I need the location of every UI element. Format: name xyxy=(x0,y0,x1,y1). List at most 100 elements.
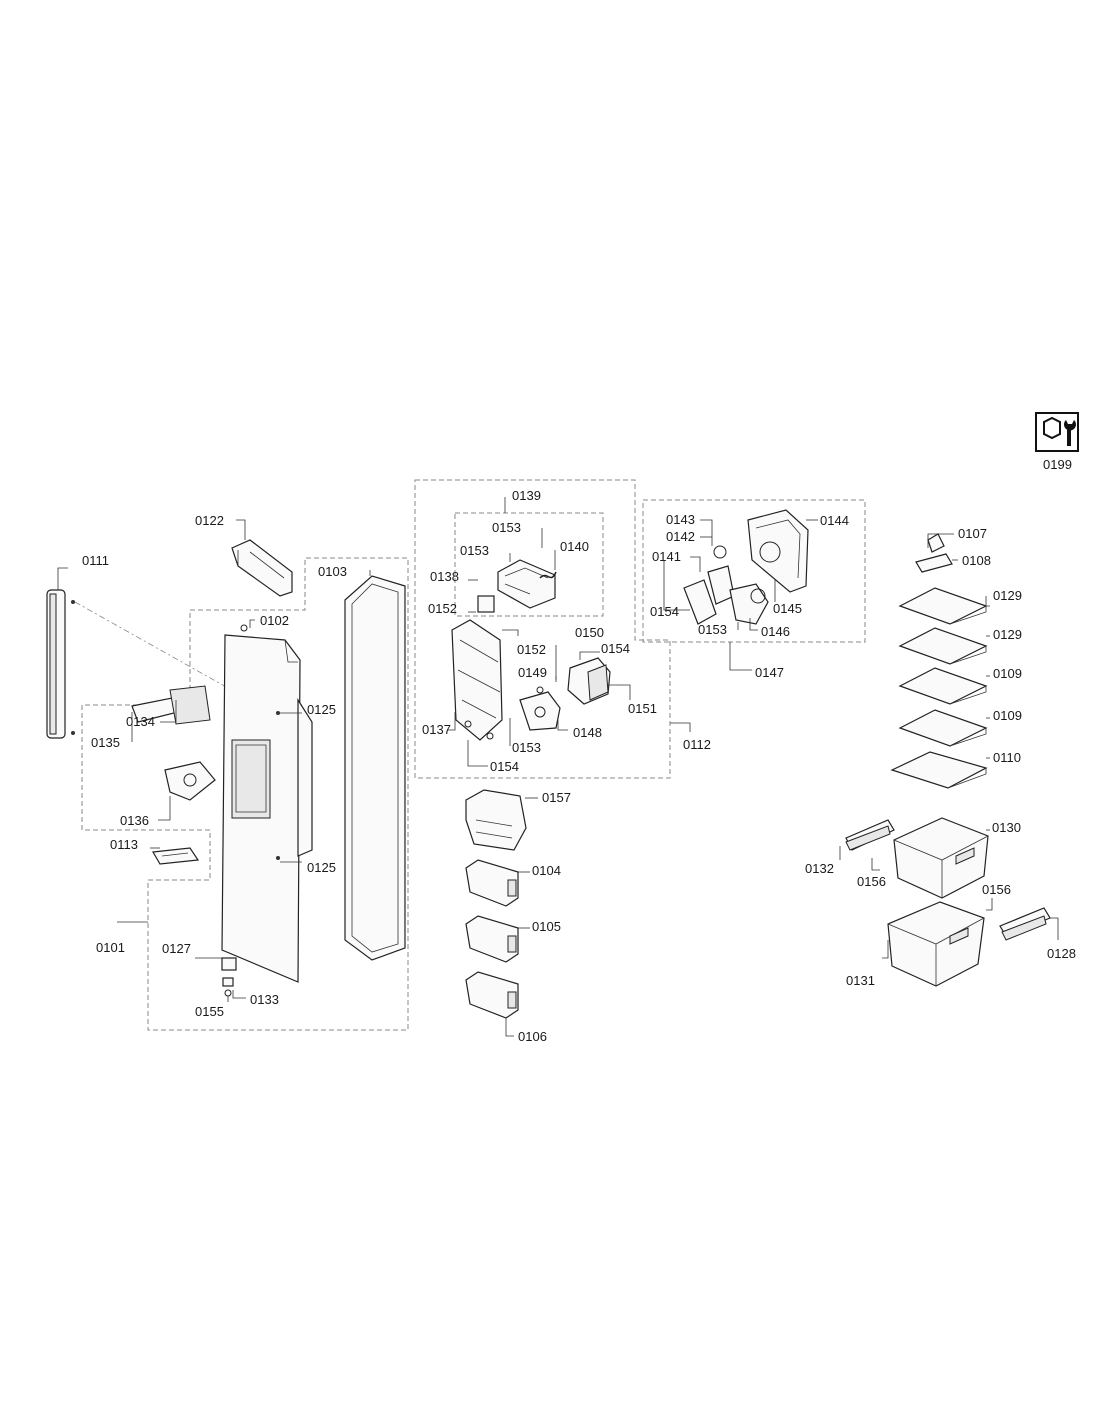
dispenser-cover-part xyxy=(131,685,216,801)
top-cover-part xyxy=(231,539,293,597)
label-0134: 0134 xyxy=(126,714,155,729)
leader-0133 xyxy=(232,990,246,999)
label-0125b: 0125 xyxy=(307,860,336,875)
label-0143: 0143 xyxy=(666,512,695,527)
label-0136: 0136 xyxy=(120,813,149,828)
label-0127: 0127 xyxy=(162,941,191,956)
door-gasket xyxy=(344,575,406,961)
glass-shelf-5 xyxy=(890,751,988,789)
door-handle xyxy=(46,589,75,739)
leader-0128 xyxy=(1050,917,1059,940)
leader-0146 xyxy=(749,618,758,631)
motor-bracket xyxy=(519,686,561,731)
label-0148: 0148 xyxy=(573,725,602,740)
door-hinge-parts xyxy=(221,957,237,997)
label-0199: 0199 xyxy=(1043,457,1072,472)
label-0138: 0138 xyxy=(430,569,459,584)
group-box-left-door xyxy=(81,557,409,1031)
leader-0152b xyxy=(502,629,519,636)
label-0130: 0130 xyxy=(992,820,1021,835)
label-0113: 0113 xyxy=(110,837,138,852)
label-0153c: 0153 xyxy=(512,740,541,755)
glass-shelf-4 xyxy=(898,709,988,747)
label-0151: 0151 xyxy=(628,701,657,716)
leader-0111 xyxy=(57,567,68,590)
drawer-rail-0128 xyxy=(999,907,1051,941)
group-box-icemaker-0139 xyxy=(454,512,604,617)
label-0150: 0150 xyxy=(575,625,604,640)
label-0154b: 0154 xyxy=(490,759,519,774)
label-0107: 0107 xyxy=(958,526,987,541)
label-0133: 0133 xyxy=(250,992,279,1007)
label-0102: 0102 xyxy=(260,613,289,628)
label-0140: 0140 xyxy=(560,539,589,554)
service-tool-icon xyxy=(1035,412,1079,452)
label-0135: 0135 xyxy=(91,735,120,750)
door-bin-0106 xyxy=(465,971,519,1019)
shelf-rail-0107 xyxy=(927,533,945,553)
label-0129b: 0129 xyxy=(993,627,1022,642)
label-0112: 0112 xyxy=(683,737,711,752)
leader-0134 xyxy=(160,700,177,723)
leader-0154a xyxy=(579,651,600,660)
leader-0154b xyxy=(467,740,488,767)
leader-0156a xyxy=(871,858,880,871)
leader-0156b xyxy=(986,898,993,911)
glass-shelf-2 xyxy=(898,627,988,665)
label-0155: 0155 xyxy=(195,1004,224,1019)
dispenser-panel-0113 xyxy=(152,847,200,865)
leader-0154c xyxy=(663,560,690,611)
label-0156b: 0156 xyxy=(982,882,1011,897)
label-0106: 0106 xyxy=(518,1029,547,1044)
label-0103: 0103 xyxy=(318,564,347,579)
group-box-fan-0147 xyxy=(642,499,866,643)
glass-shelf-1 xyxy=(898,587,988,625)
leader-0141 xyxy=(690,556,701,572)
label-0145: 0145 xyxy=(773,601,802,616)
label-0153d: 0153 xyxy=(698,622,727,637)
label-0142: 0142 xyxy=(666,529,695,544)
label-0141: 0141 xyxy=(652,549,681,564)
label-0125a: 0125 xyxy=(307,702,336,717)
fan-motor-parts xyxy=(683,545,769,625)
label-0152b: 0152 xyxy=(517,642,546,657)
label-0131: 0131 xyxy=(846,973,875,988)
label-0153a: 0153 xyxy=(492,520,521,535)
auger-motor-cover xyxy=(567,657,611,705)
group-box-icemaker-0112 xyxy=(414,479,671,779)
label-0108: 0108 xyxy=(962,553,991,568)
leader-0112 xyxy=(670,722,691,732)
label-0149: 0149 xyxy=(518,665,547,680)
door-panel xyxy=(221,624,313,983)
shelf-clip-0108 xyxy=(915,553,953,573)
leader-0106 xyxy=(505,1018,514,1037)
door-bin-0105 xyxy=(465,915,519,963)
label-0104: 0104 xyxy=(532,863,561,878)
leader-0129a xyxy=(985,596,990,607)
label-0110: 0110 xyxy=(993,750,1021,765)
label-0132: 0132 xyxy=(805,861,834,876)
label-0122: 0122 xyxy=(195,513,224,528)
label-0109b: 0109 xyxy=(993,708,1022,723)
icemaker-unit xyxy=(477,559,557,613)
label-0128: 0128 xyxy=(1047,946,1076,961)
label-0101: 0101 xyxy=(96,940,125,955)
glass-shelf-3 xyxy=(898,667,988,705)
leader-0147 xyxy=(729,642,752,671)
label-0157: 0157 xyxy=(542,790,571,805)
leader-0102 xyxy=(249,619,255,628)
ice-chute-housing xyxy=(451,619,503,741)
assembly-guide-line xyxy=(74,601,229,689)
leader-0151 xyxy=(608,684,631,700)
leader-0131 xyxy=(882,940,889,959)
leader-0122 xyxy=(236,519,246,540)
label-0154a: 0154 xyxy=(601,641,630,656)
leader-0143 xyxy=(700,519,713,546)
label-0156a: 0156 xyxy=(857,874,886,889)
door-bin-0157 xyxy=(465,789,527,851)
drawer-rail-0132 xyxy=(845,819,895,851)
label-0129a: 0129 xyxy=(993,588,1022,603)
leader-0136 xyxy=(158,796,171,821)
leader-0137 xyxy=(448,712,456,731)
